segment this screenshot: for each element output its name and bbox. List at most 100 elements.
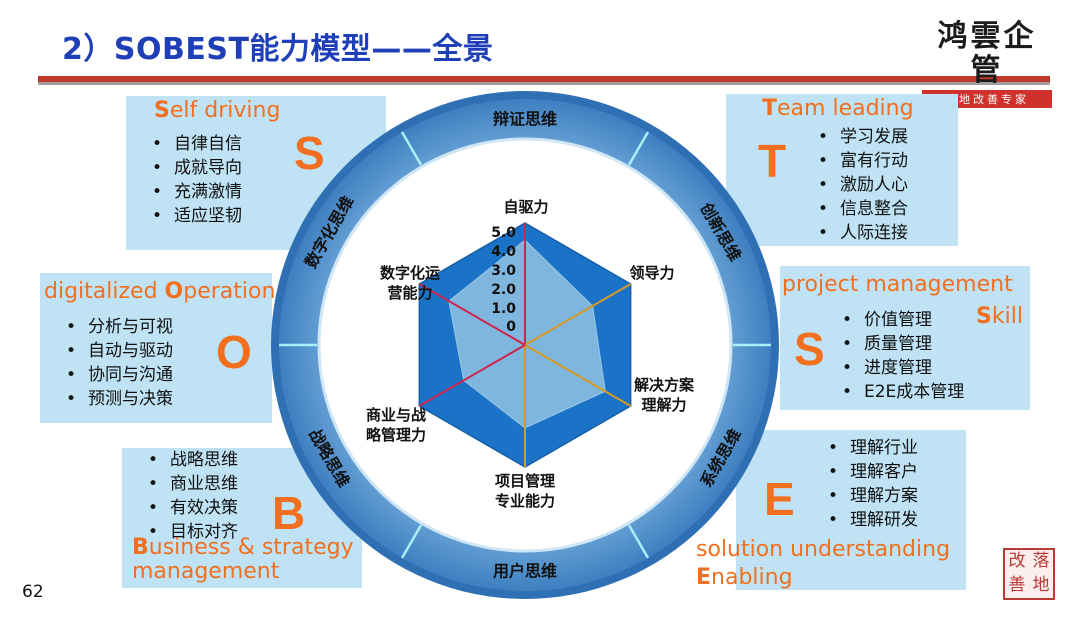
header-divider-shadow — [38, 82, 1050, 85]
bullet-list: 分析与可视 自动与驱动 协同与沟通 预测与决策 — [66, 315, 173, 411]
title-initial: S — [976, 304, 992, 329]
title-initial: B — [132, 535, 149, 560]
list-item: 协同与沟通 — [66, 363, 173, 387]
ring-divider — [627, 131, 650, 166]
panel-title: project management — [782, 272, 1013, 297]
radar-category-label: 数字化运 — [380, 264, 440, 282]
panel-business-strategy: 战略思维 商业思维 有效决策 目标对齐 B Business & strateg… — [122, 448, 362, 588]
list-item: 人际连接 — [818, 221, 908, 245]
radar-tick-label: 4.0 — [491, 244, 516, 260]
list-item: 进度管理 — [842, 356, 964, 380]
list-item: 理解客户 — [828, 460, 918, 484]
list-item: 质量管理 — [842, 332, 964, 356]
list-item: 战略思维 — [148, 448, 238, 472]
list-item: 适应坚韧 — [152, 204, 242, 228]
bullet-list: 学习发展 富有行动 激励人心 信息整合 人际连接 — [818, 125, 908, 245]
list-item: 激励人心 — [818, 173, 908, 197]
list-item: 理解方案 — [828, 484, 918, 508]
brand-name: 鸿雲企管 — [937, 19, 1037, 88]
page-number: 62 — [22, 582, 44, 602]
panel-letter: E — [764, 473, 795, 525]
list-item: E2E成本管理 — [842, 380, 964, 404]
stamp-char: 落 — [1032, 551, 1050, 571]
list-item: 分析与可视 — [66, 315, 173, 339]
title-rest: kill — [991, 304, 1023, 329]
radar-category-label: 理解力 — [641, 396, 686, 414]
list-item: 充满激情 — [152, 180, 242, 204]
stamp-char: 善 — [1008, 575, 1026, 595]
radar-spoke — [524, 283, 632, 346]
ring-divider — [627, 524, 650, 559]
list-item: 预测与决策 — [66, 387, 173, 411]
ring-label: 辩证思维 — [493, 110, 557, 129]
ring-divider — [400, 131, 423, 166]
title-initial: T — [762, 96, 778, 121]
stamp-char: 地 — [1032, 575, 1050, 595]
title-line1: solution understanding — [696, 537, 951, 562]
radar-tick-label: 3.0 — [491, 263, 516, 279]
stamp-char: 改 — [1008, 551, 1026, 571]
ring-label: 用户思维 — [493, 562, 557, 581]
list-item: 信息整合 — [818, 197, 908, 221]
radar-tick-label: 5.0 — [491, 225, 516, 241]
title-rest: elf driving — [169, 98, 281, 123]
panel-letter: T — [758, 135, 787, 187]
list-item: 商业思维 — [148, 472, 238, 496]
radar-category-label: 解决方案 — [634, 376, 695, 394]
panel-title-skill: Skill — [976, 304, 1023, 329]
title-prefix: digitalized — [44, 279, 165, 304]
list-item: 价值管理 — [842, 308, 964, 332]
radar-category-label: 项目管理 — [495, 472, 555, 490]
radar-spoke — [418, 344, 526, 407]
radar-spoke — [418, 283, 526, 346]
radar-tick-label: 2.0 — [491, 282, 516, 298]
panel-title: digitalized Operation — [44, 279, 275, 304]
title-initial: S — [154, 98, 170, 123]
title-rest: usiness & strategy — [148, 535, 354, 560]
panel-title: Team leading — [762, 96, 914, 121]
title-rest: nabling — [711, 565, 793, 590]
panel-team-leading: Team leading T 学习发展 富有行动 激励人心 信息整合 人际连接 — [726, 94, 958, 246]
page-title: 2）SOBEST能力模型——全景 — [62, 32, 494, 67]
title-initial: O — [164, 279, 184, 304]
bullet-list: 自律自信 成就导向 充满激情 适应坚韧 — [152, 132, 242, 228]
panel-solution-understanding: 理解行业 理解客户 理解方案 理解研发 E solution understan… — [696, 430, 966, 590]
title-line2: management — [132, 559, 280, 584]
list-item: 成就导向 — [152, 156, 242, 180]
bullet-list: 战略思维 商业思维 有效决策 目标对齐 — [148, 448, 238, 544]
panel-letter: O — [216, 326, 252, 378]
panel-title: Self driving — [154, 98, 280, 123]
radar-category-label: 专业能力 — [495, 492, 555, 510]
title-rest: eam leading — [777, 96, 914, 121]
radar-tick-label: 1.0 — [491, 301, 516, 317]
list-item: 富有行动 — [818, 149, 908, 173]
radar-category-label: 商业与战 — [366, 406, 426, 424]
panel-project-management: project management Skill S 价值管理 质量管理 进度管… — [780, 266, 1030, 410]
list-item: 自动与驱动 — [66, 339, 173, 363]
ring-divider — [400, 524, 423, 559]
list-item: 学习发展 — [818, 125, 908, 149]
radar-category-label: 营能力 — [387, 284, 432, 302]
bullet-list: 价值管理 质量管理 进度管理 E2E成本管理 — [842, 308, 964, 404]
panel-letter: S — [794, 323, 825, 375]
list-item: 自律自信 — [152, 132, 242, 156]
radar-tick-label: 0 — [506, 319, 516, 335]
list-item: 有效决策 — [148, 496, 238, 520]
panel-letter: S — [294, 127, 325, 179]
radar-spoke — [524, 344, 632, 407]
bullet-list: 理解行业 理解客户 理解方案 理解研发 — [828, 436, 918, 532]
radar-category-label: 略管理力 — [366, 426, 426, 444]
title-rest: peration — [183, 279, 276, 304]
list-item: 理解行业 — [828, 436, 918, 460]
panel-digitalized-operation: digitalized Operation 分析与可视 自动与驱动 协同与沟通 … — [40, 273, 275, 423]
header-divider — [38, 76, 1050, 82]
seal-stamp: 改落 善地 — [1003, 548, 1055, 600]
title-initial: E — [696, 565, 712, 590]
list-item: 理解研发 — [828, 508, 918, 532]
list-item: 目标对齐 — [148, 520, 238, 544]
radar-category-label: 自驱力 — [503, 198, 548, 216]
radar-category-label: 领导力 — [628, 264, 674, 282]
